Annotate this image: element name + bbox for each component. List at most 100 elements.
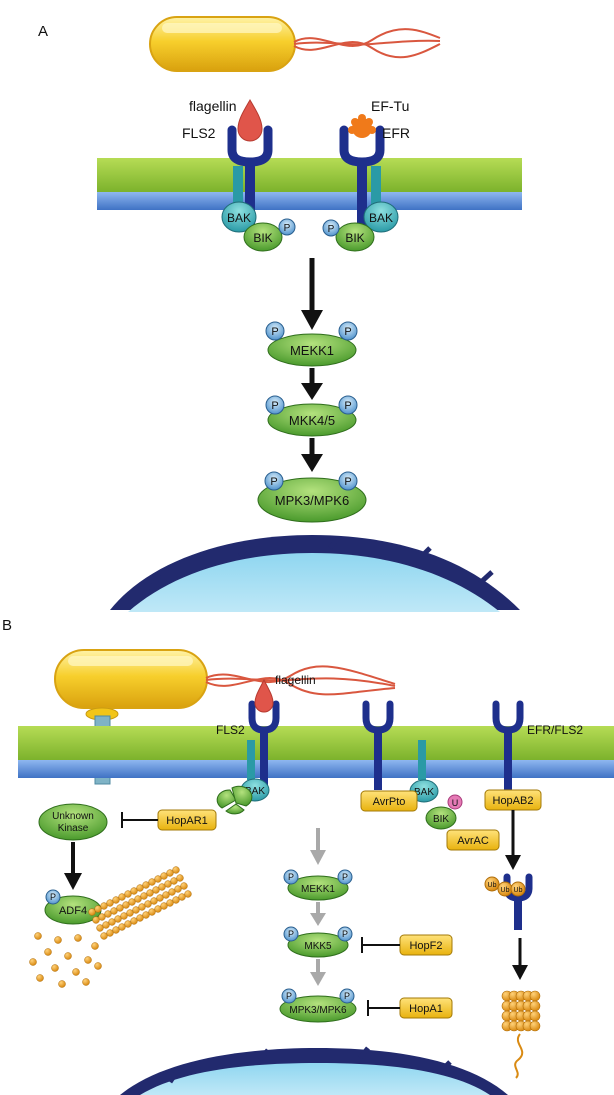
membrane-a-outer [97,158,522,192]
bacterium-a [149,16,296,72]
svg-text:MKK5: MKK5 [304,941,332,952]
phospho-mpk36-b-left: P [281,988,297,1004]
svg-text:BIK: BIK [345,231,364,245]
mekk1-a: MEKK1 [267,333,357,367]
actin-filaments [88,866,192,940]
panel-a-label: A [38,23,48,40]
phospho-mpk36-right: P [338,471,358,491]
bik-middle-b: BIK [425,806,457,830]
uridylyl-bik-b: U [447,794,463,810]
phospho-mkk45-left: P [265,395,285,415]
bak-right-a: BAK [363,166,399,233]
actin-monomers [29,932,102,988]
svg-text:MEKK1: MEKK1 [290,343,334,358]
membrane-a-inner [97,192,522,210]
phospho-mpk36-left: P [264,471,284,491]
svg-text:P: P [270,476,277,488]
receptor-avrpto-b [362,700,394,790]
svg-text:ADF4: ADF4 [59,905,87,917]
efr-fls2-receptor-b [492,700,524,790]
svg-text:BIK: BIK [253,231,272,245]
phospho-mekk1-b-right: P [337,869,353,885]
hopar1-effector[interactable]: HopAR1 [157,809,217,831]
phospho-mekk1-b-left: P [283,869,299,885]
svg-text:HopAB2: HopAB2 [493,795,534,807]
nucleus-a [110,535,520,612]
arrow-grey-3 [310,959,326,986]
efr-fls2-label: EFR/FLS2 [527,723,583,737]
svg-text:MEKK1: MEKK1 [301,884,335,895]
inhibit-hopar1 [121,812,158,828]
efr-label: EFR [382,125,410,141]
svg-text:Kinase: Kinase [58,823,89,834]
mekk1-b: MEKK1 [287,875,349,901]
arrow-grey-1 [310,828,326,865]
svg-text:Unknown: Unknown [52,811,94,822]
svg-text:AvrAC: AvrAC [457,835,489,847]
mpk36-b: MPK3/MPK6 [279,995,357,1023]
fls2-receptor-b [248,700,280,790]
phospho-adf4: P [45,889,61,905]
bacterium-b [54,649,208,709]
mkk5-b: MKK5 [287,932,349,958]
avrpto-effector[interactable]: AvrPto [360,790,418,812]
inhibit-hopa1 [367,1000,400,1016]
svg-text:P: P [50,892,56,902]
hopab2-effector[interactable]: HopAB2 [484,789,542,811]
svg-text:Ub: Ub [488,882,497,889]
phospho-bik-left-a: P [278,218,296,236]
svg-text:MPK3/MPK6: MPK3/MPK6 [275,493,349,508]
hopf2-effector[interactable]: HopF2 [399,934,453,956]
svg-text:P: P [344,476,351,488]
phospho-mkk5-b-right: P [337,926,353,942]
flagellum-b [205,665,396,696]
mkk45-a: MKK4/5 [267,403,357,437]
phospho-mkk5-b-left: P [283,926,299,942]
nucleus-b [120,1046,508,1095]
fls2-label-a: FLS2 [182,125,216,141]
svg-text:P: P [286,991,292,1001]
phospho-mekk1-right: P [338,321,358,341]
unknown-kinase: Unknown Kinase [38,803,108,841]
panel-b-label: B [2,617,12,634]
svg-text:HopAR1: HopAR1 [166,815,208,827]
ef-tu-label: EF-Tu [371,98,409,114]
svg-text:P: P [344,400,351,412]
phospho-bik-right-a: P [322,219,340,237]
svg-text:P: P [284,223,291,234]
ef-tu-ligand [348,114,376,138]
svg-text:P: P [344,326,351,338]
bik-right-a: BIK [335,222,375,252]
membrane-b-inner [18,760,614,778]
avrac-effector[interactable]: AvrAC [446,829,500,851]
svg-text:P: P [288,929,294,939]
svg-text:BIK: BIK [433,814,449,825]
bik-cleaved-b [216,785,253,815]
flagellin-ligand-b [254,678,274,713]
adf4: ADF4 [44,895,102,925]
proteasome-icon [501,990,541,1079]
svg-text:U: U [452,798,459,808]
flagellin-label-a: flagellin [189,98,236,114]
svg-text:MPK3/MPK6: MPK3/MPK6 [289,1005,347,1016]
mpk36-a: MPK3/MPK6 [257,477,367,523]
svg-text:P: P [271,326,278,338]
arrow-mekk1-to-mkk45 [301,368,323,400]
svg-text:AvrPto: AvrPto [373,796,406,808]
svg-text:HopA1: HopA1 [409,1003,443,1015]
flagellum-a [293,28,441,59]
inhibit-hopf2 [361,937,400,953]
flagellin-ligand [237,99,263,142]
hopa1-effector[interactable]: HopA1 [399,997,453,1019]
arrow-grey-2 [310,902,326,926]
fls2-receptor-a [227,125,273,238]
arrow-hopab2 [505,810,521,870]
arrow-to-proteasome [512,938,528,980]
membrane-b-outer [18,726,614,760]
arrow-receptor-to-mekk1 [301,258,323,330]
phospho-mpk36-b-right: P [339,988,355,1004]
svg-text:MKK4/5: MKK4/5 [289,413,335,428]
svg-text:P: P [342,929,348,939]
phospho-mekk1-left: P [265,321,285,341]
